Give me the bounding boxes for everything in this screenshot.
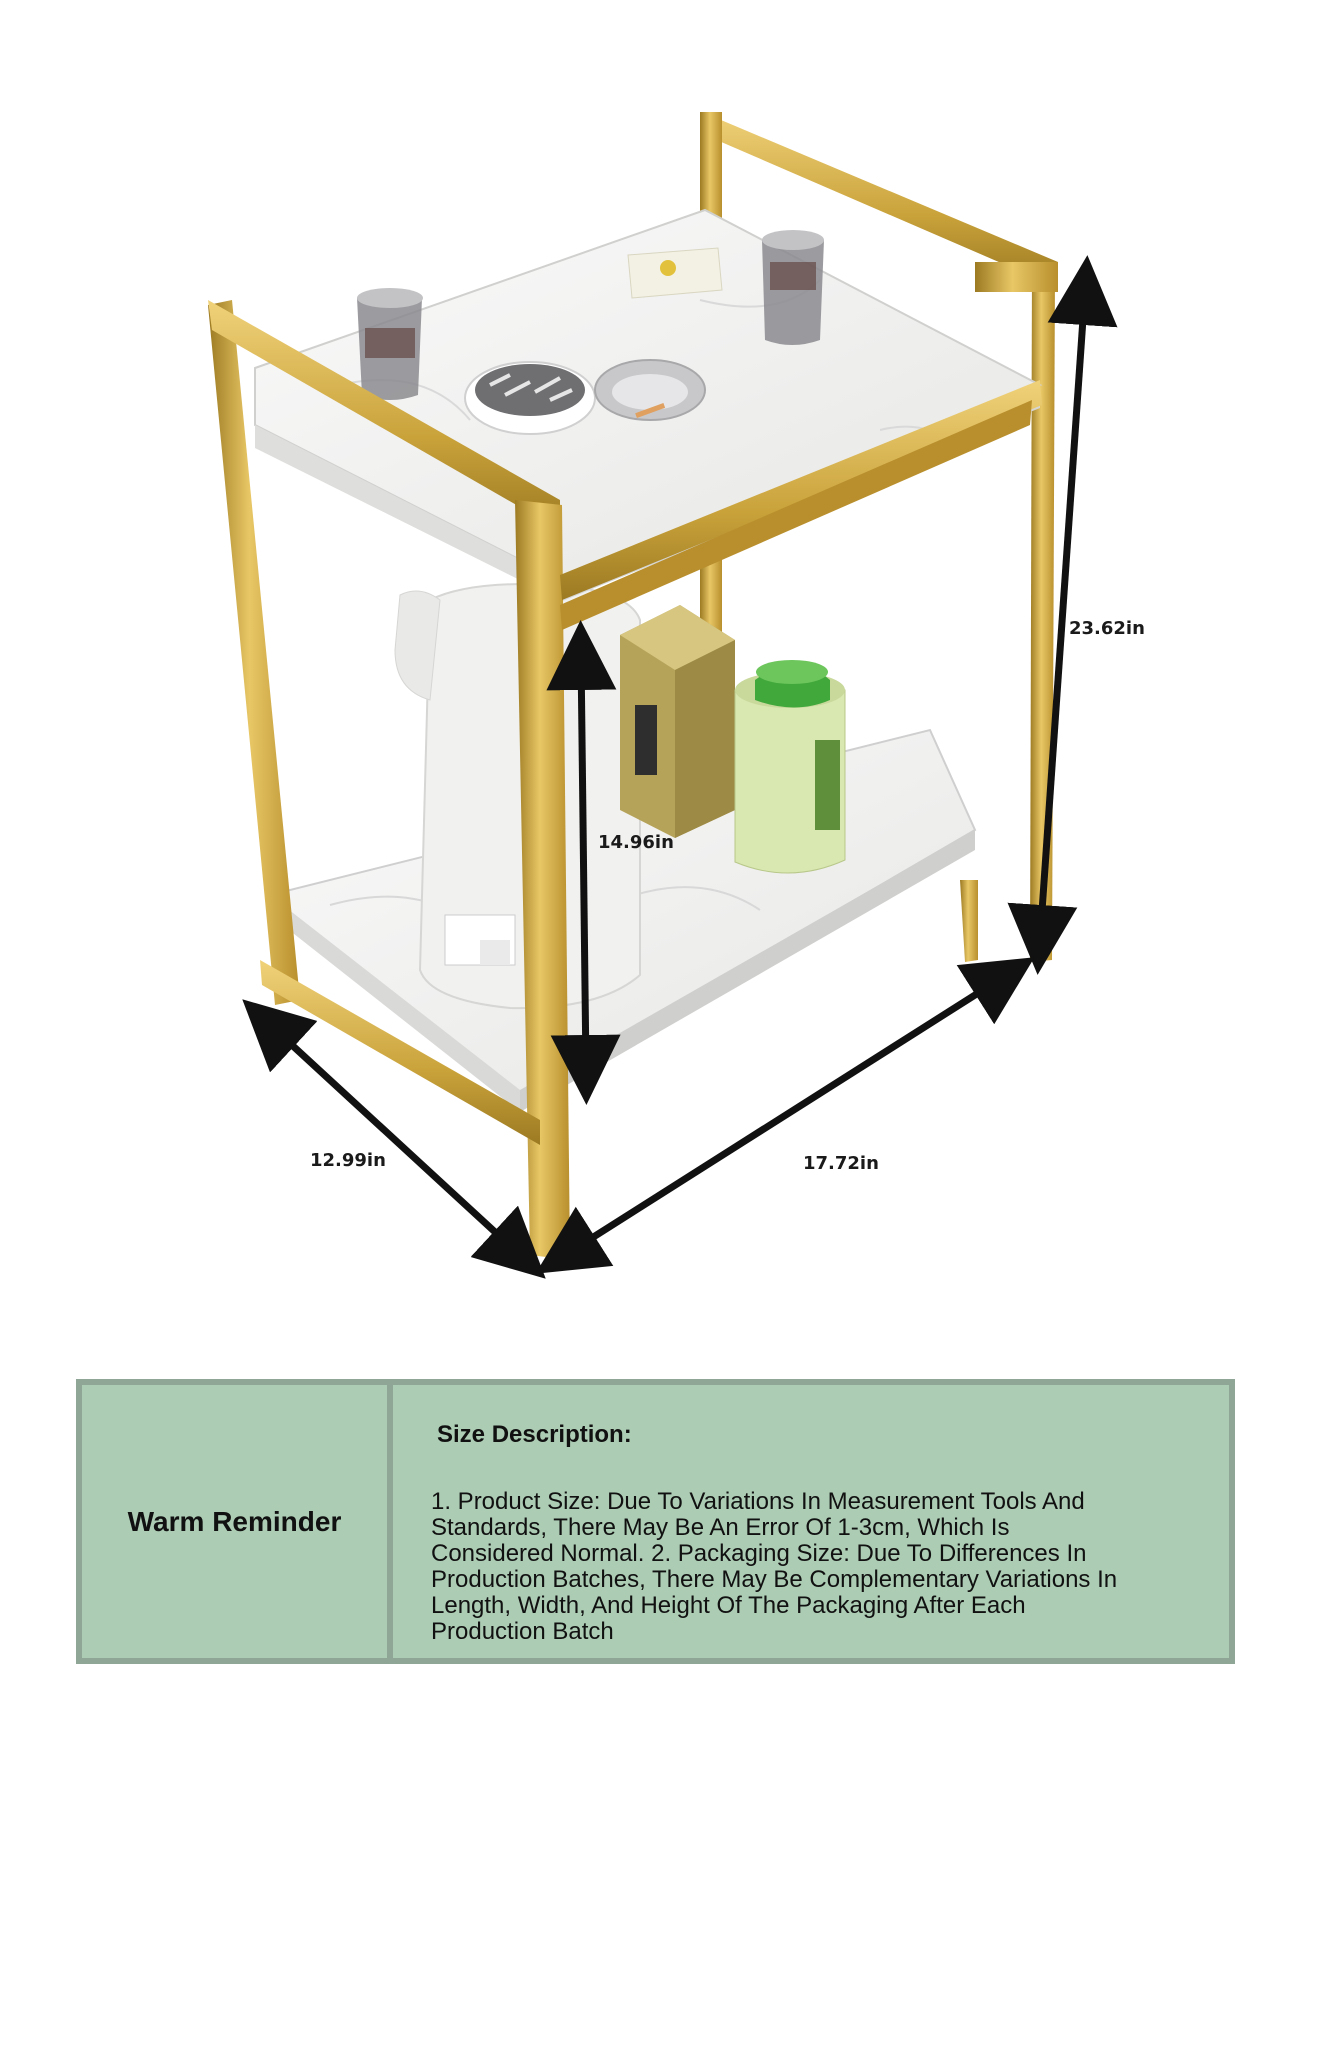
size-description-heading: Size Description: <box>437 1421 632 1448</box>
height-label: 23.62in <box>1069 618 1145 639</box>
warm-reminder-title: Warm Reminder <box>127 1505 342 1537</box>
ashtray <box>594 359 706 421</box>
dimension-arrows <box>242 255 1118 1279</box>
glass-left <box>357 288 423 400</box>
back-top-frame <box>700 112 1058 285</box>
depth-arrow <box>242 999 546 1279</box>
height-arrow <box>1007 255 1118 975</box>
size-description-text: 1. Product Size: Due To Variations In Me… <box>431 1488 1118 1645</box>
depth-label: 12.99in <box>310 1150 386 1171</box>
glass-right <box>762 230 824 345</box>
clearance-arrow <box>546 620 621 1105</box>
cigarette-pack <box>627 247 723 299</box>
shelf-clearance-label: 14.96in <box>598 832 674 853</box>
panel-divider <box>387 1385 393 1658</box>
product-illustration <box>208 112 1118 1279</box>
snack-bowl <box>464 361 596 435</box>
tea-tin-green <box>734 660 846 874</box>
kettle-illustration <box>394 583 641 1010</box>
tea-tin-gold <box>620 605 735 838</box>
width-arrow <box>535 957 1035 1274</box>
width-label: 17.72in <box>803 1153 879 1174</box>
warm-reminder-panel: Warm Reminder Size Description: 1. Produ… <box>76 1379 1235 1664</box>
